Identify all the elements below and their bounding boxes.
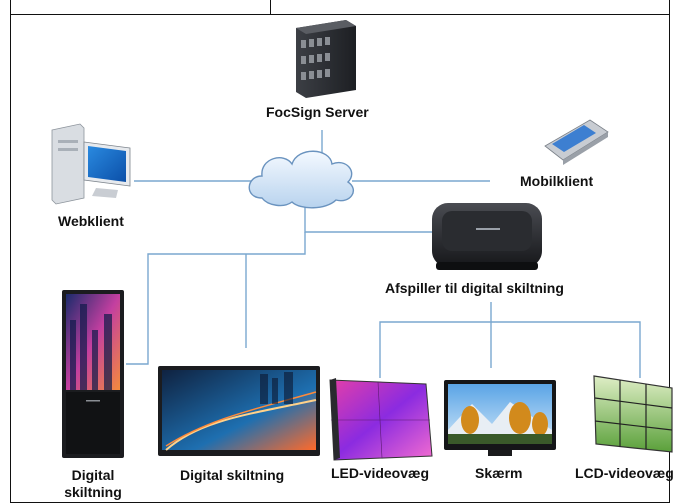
connector-bus-walls [379, 321, 641, 378]
mobile-label: Mobilklient [520, 173, 594, 189]
led-wall-label: LED-videovæg [331, 465, 430, 481]
mobile-phone-icon [544, 119, 609, 165]
connectors [126, 130, 641, 378]
diagram-border [10, 0, 670, 503]
webclient-label: Webklient [58, 213, 124, 229]
kiosk-label-line2: skiltning [64, 484, 122, 500]
kiosk-label: Digital skiltning [50, 467, 136, 501]
table-top-rule [10, 14, 670, 15]
lcd-wall-icon [593, 375, 673, 453]
kiosk-display-icon [62, 290, 124, 458]
server-label: FocSign Server [266, 104, 369, 120]
kiosk-label-line1: Digital [71, 467, 115, 483]
connector-cloud-kiosk [126, 232, 306, 365]
cloud-icon [248, 150, 354, 209]
screen-label: Skærm [475, 465, 523, 481]
landscape-display-icon [158, 366, 320, 456]
lcd-wall-label: LCD-videovæg [575, 465, 674, 481]
player-label: Afspiller til digital skiltning [385, 280, 564, 296]
media-player-icon [432, 203, 542, 270]
signage-label: Digital skiltning [180, 467, 285, 483]
led-wall-icon [329, 378, 433, 461]
server-icon [296, 20, 356, 98]
table-column-divider [270, 0, 271, 14]
connector-cloud-player [304, 206, 432, 233]
tv-screen-icon [444, 380, 556, 456]
computer-icon [51, 123, 131, 205]
